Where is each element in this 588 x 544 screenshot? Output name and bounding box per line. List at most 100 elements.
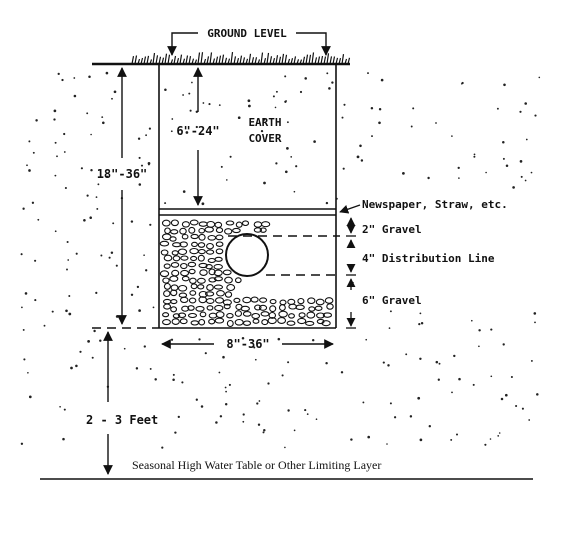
gravel-stone — [268, 311, 277, 319]
gravel-stone — [322, 312, 333, 318]
soil-dot — [473, 155, 476, 158]
gravel-stone — [160, 249, 169, 256]
soil-dot — [524, 179, 527, 182]
gravel-stone — [260, 221, 271, 228]
gravel-stone — [213, 284, 224, 290]
soil-dot — [149, 223, 152, 226]
soil-dot — [28, 169, 31, 172]
gravel-stone — [181, 275, 190, 282]
soil-dot — [402, 172, 405, 175]
gravel-stone — [267, 317, 277, 325]
gravel-stone — [208, 318, 216, 325]
soil-dot — [143, 345, 146, 348]
soil-dot — [485, 171, 487, 174]
gravel-stone — [190, 255, 198, 262]
soil-dot — [105, 71, 109, 75]
soil-dot — [185, 131, 189, 134]
gravel-stone — [161, 219, 171, 227]
gravel-stone — [187, 312, 198, 319]
gravel-stone — [199, 269, 208, 276]
soil-dot — [275, 162, 278, 165]
soil-dot — [438, 362, 441, 365]
gravel-stone — [208, 312, 218, 319]
gravel-stone — [197, 284, 205, 290]
soil-dot — [68, 312, 72, 316]
soil-dot — [21, 306, 23, 309]
layer-dimensions — [346, 217, 356, 329]
distribution-pipe — [225, 233, 269, 277]
soil-dot — [331, 81, 334, 84]
gravel-stone — [190, 283, 198, 290]
soil-dot — [285, 100, 287, 102]
soil-dot — [419, 312, 422, 315]
gravel-stone — [205, 264, 213, 270]
gravel-stone — [286, 320, 296, 326]
gravel-stone — [269, 305, 277, 313]
gravel-stone — [179, 296, 189, 304]
gravel-stone — [314, 305, 323, 311]
gravel-stone — [197, 242, 206, 248]
soil-dot — [93, 329, 96, 333]
soil-dot — [188, 92, 191, 95]
gravel-stone — [251, 312, 261, 320]
soil-dot — [387, 364, 390, 367]
gravel-stone — [177, 312, 187, 319]
gravel-stone — [214, 304, 224, 312]
soil-dot — [59, 405, 61, 408]
soil-dot — [458, 177, 460, 179]
gravel-stone — [250, 296, 259, 303]
soil-dot — [419, 438, 423, 442]
soil-dot — [490, 328, 493, 331]
gravel-stone — [208, 268, 216, 276]
gravel-stone — [277, 317, 287, 324]
gravel-stone — [170, 306, 178, 313]
soil-dot — [113, 90, 117, 94]
gravel-stone — [253, 227, 263, 233]
soil-dot — [388, 327, 391, 329]
soil-dot — [226, 179, 228, 181]
soil-dot — [171, 118, 174, 120]
soil-dot — [490, 375, 493, 378]
soil-dot — [53, 109, 57, 113]
soil-dot — [26, 164, 28, 167]
soil-dot — [37, 218, 40, 221]
soil-dot — [478, 345, 480, 348]
soil-dot — [200, 405, 204, 408]
soil-dot — [219, 415, 223, 418]
soil-dot — [457, 166, 460, 170]
gravel-stone — [178, 292, 188, 298]
soil-dot — [341, 116, 344, 119]
soil-dot — [275, 90, 278, 93]
soil-dot — [108, 256, 111, 259]
trench-walls — [158, 64, 337, 329]
soil-dot — [198, 338, 201, 341]
soil-dot — [123, 347, 126, 350]
gravel-stone — [188, 297, 197, 304]
gravel-stone — [188, 226, 196, 234]
soil-dot — [51, 310, 54, 313]
soil-dot — [360, 159, 364, 162]
gravel-stone — [171, 250, 179, 256]
gravel-stone — [242, 296, 252, 304]
gravel-stone — [163, 254, 173, 262]
gravel-stone — [278, 310, 288, 318]
soil-dot — [90, 168, 93, 172]
soil-dot — [164, 202, 167, 205]
soil-dot — [420, 321, 424, 325]
soil-dot — [147, 162, 151, 165]
soil-dot — [304, 409, 307, 412]
gravel-stone — [197, 248, 206, 255]
soil-dot — [260, 129, 264, 133]
gravel-stone — [170, 299, 178, 305]
soil-dot — [195, 398, 198, 401]
soil-dot — [504, 393, 508, 397]
soil-dot — [75, 364, 78, 368]
soil-dot — [530, 171, 533, 174]
soil-dot — [315, 418, 318, 421]
separation-label: 2 - 3 Feet — [86, 413, 158, 427]
soil-dot — [284, 170, 288, 174]
gravel-stone — [172, 242, 182, 248]
gravel-stone — [226, 283, 236, 292]
soil-dot — [505, 164, 509, 168]
gravel-stone — [198, 290, 208, 298]
